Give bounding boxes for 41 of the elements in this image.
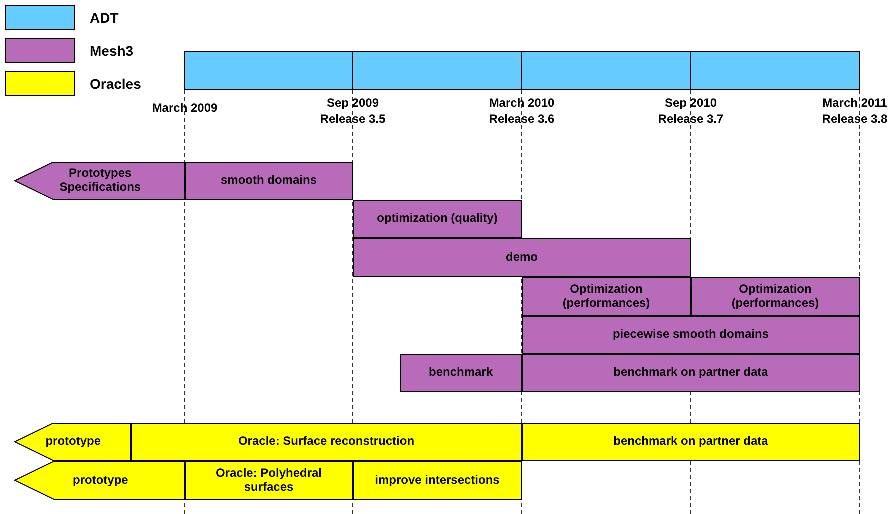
task-label: optimization (quality) <box>377 212 498 226</box>
task-bar <box>185 461 353 500</box>
legend-label: Mesh3 <box>90 43 134 59</box>
task-bar <box>522 316 860 354</box>
task-label: improve intersections <box>375 474 500 488</box>
task-bar <box>353 461 522 500</box>
task-label: smooth domains <box>220 174 317 188</box>
task-bar <box>185 162 353 200</box>
task-label: Optimization (performances) <box>730 282 820 310</box>
task-label: piecewise smooth domains <box>612 328 770 342</box>
milestone-label: Sep 2009 <box>326 96 380 110</box>
legend-label: ADT <box>90 10 119 26</box>
task-bar <box>522 277 691 316</box>
task-label: Oracle: Polyhedral surfaces <box>214 466 324 494</box>
task-label: prototype <box>46 435 102 449</box>
task-label: benchmark on partner data <box>614 435 768 449</box>
milestone-label: Sep 2010 <box>664 96 718 110</box>
task-label: benchmark on partner data <box>614 366 768 380</box>
task-label: benchmark <box>428 366 494 380</box>
task-label: prototype <box>73 474 128 488</box>
milestone-label: Release 3.6 <box>489 112 555 126</box>
milestone-label: March 2009 <box>152 101 218 115</box>
task-label: Prototypes Specifications <box>58 167 142 195</box>
task-bar <box>522 354 860 392</box>
arrow-bar <box>15 423 131 461</box>
task-label: demo <box>506 250 538 264</box>
arrow-bar <box>15 162 185 200</box>
milestone-label: Release 3.7 <box>658 112 724 126</box>
milestone-label: Release 3.8 <box>822 112 888 126</box>
task-bar <box>522 423 860 461</box>
arrow-bar <box>15 461 185 500</box>
task-label: Oracle: Surface reconstruction <box>238 435 415 449</box>
milestone-label: March 2011 <box>822 96 888 110</box>
task-bar <box>691 277 860 316</box>
milestone-label: March 2010 <box>489 96 555 110</box>
task-bar <box>353 200 522 238</box>
task-label: Optimization (performances) <box>562 282 652 310</box>
milestone-label: Release 3.5 <box>320 112 386 126</box>
task-bar <box>353 238 691 277</box>
legend-label: Oracles <box>90 76 142 92</box>
task-bar <box>400 354 522 392</box>
